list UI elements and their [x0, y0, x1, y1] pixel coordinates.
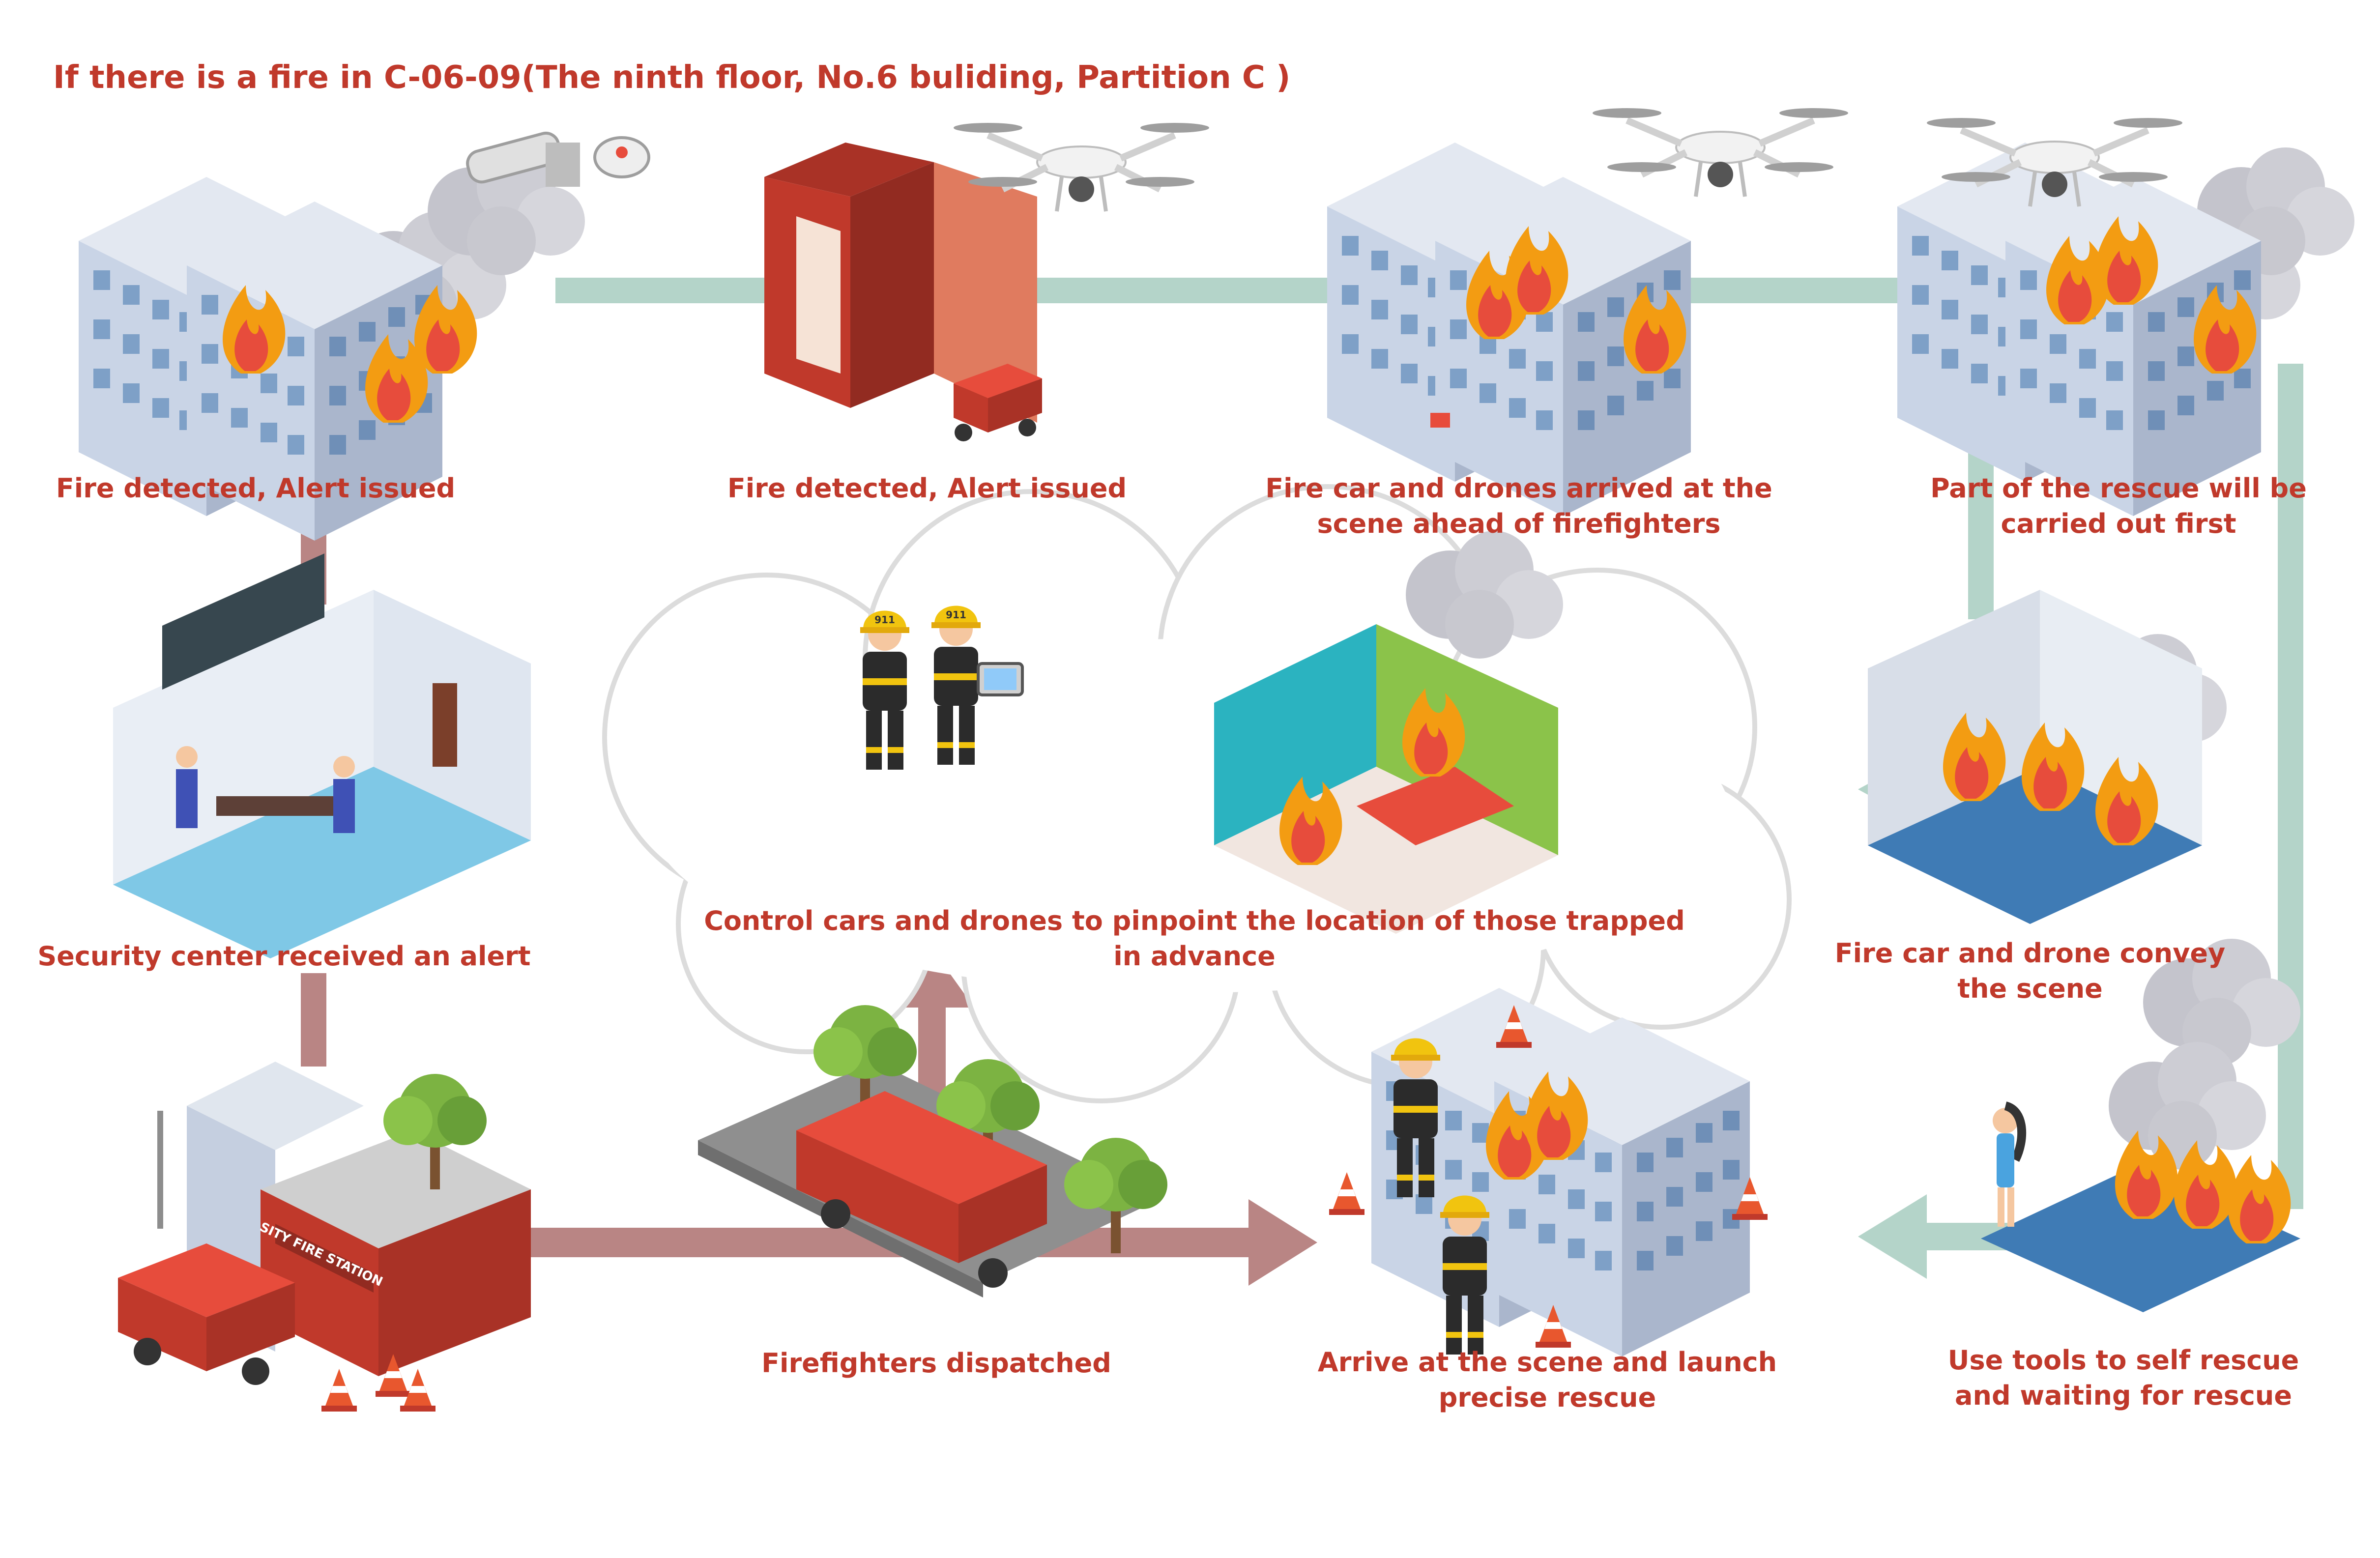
label-line: precise rescue: [1438, 1382, 1656, 1413]
label-line: carried out first: [2001, 508, 2236, 539]
helmet-badge-text: 911: [946, 609, 966, 621]
step-label-firefighters-dispatched: Firefighters dispatched: [761, 1346, 1111, 1381]
self-rescue-scene: [1981, 939, 2300, 1312]
label-line: the scene: [1957, 973, 2103, 1004]
step-label-self-rescue: Use tools to self rescue and waiting for…: [1948, 1343, 2299, 1414]
burning-bedroom-icon: [1214, 531, 1563, 934]
traffic-cone-icon: [321, 1369, 357, 1412]
page-title: If there is a fire in C-06-09(The ninth …: [53, 59, 1291, 96]
smoke-detector-icon: [593, 136, 650, 178]
fire-robot-car-icon: [954, 364, 1042, 441]
step-label-control-cars-drones: Control cars and drones to pinpoint the …: [704, 903, 1685, 974]
label-line: in advance: [1113, 941, 1276, 972]
fire-cabinet-icon: [764, 143, 1037, 423]
label-line: Firefighters dispatched: [761, 1348, 1111, 1379]
rescue-scene: [1329, 988, 1768, 1356]
step-label-arrive-launch-rescue: Arrive at the scene and launch precise r…: [1318, 1345, 1777, 1415]
firefighter-icon: 911 911: [860, 606, 981, 770]
step-label-convey-scene: Fire car and drone convey the scene: [1835, 936, 2226, 1007]
fire-truck-icon: [118, 1243, 295, 1385]
label-line: Use tools to self rescue: [1947, 1345, 2299, 1376]
label-line: Arrive at the scene and launch: [1317, 1347, 1777, 1378]
cctv-camera-icon: [466, 131, 580, 187]
label-line: Control cars and drones to pinpoint the …: [704, 905, 1685, 936]
label-line: Part of the rescue will be: [1930, 473, 2307, 504]
step-label-partial-rescue: Part of the rescue will be carried out f…: [1930, 471, 2307, 542]
drone-icon: [1593, 108, 1848, 197]
step-label-car-drones-arrived: Fire car and drones arrived at the scene…: [1265, 471, 1772, 542]
fire-truck-icon: [796, 1091, 1047, 1288]
tablet-controller-icon: [977, 662, 1024, 696]
burning-livingroom-icon: [1868, 590, 2227, 924]
step-label-fire-detected: Fire detected, Alert issued: [56, 471, 455, 506]
security-room-icon: [113, 553, 531, 958]
label-line: Fire detected, Alert issued: [727, 473, 1127, 504]
helmet-badge-text: 911: [874, 614, 895, 626]
label-line: and waiting for rescue: [1955, 1380, 2292, 1411]
label-line: scene ahead of firefighters: [1317, 508, 1721, 539]
street-lamp-icon: [157, 1111, 163, 1229]
label-line: Fire car and drone convey: [1834, 938, 2226, 969]
label-line: Fire detected, Alert issued: [56, 473, 456, 504]
burning-building-icon: [1327, 143, 1691, 516]
step-label-fire-cabinet: Fire detected, Alert issued: [727, 471, 1127, 506]
woman-escaping-icon: [1993, 1101, 2027, 1227]
label-line: Fire car and drones arrived at the: [1265, 473, 1772, 504]
step-label-security-center: Security center received an alert: [37, 939, 530, 974]
label-line: Security center received an alert: [37, 941, 531, 972]
